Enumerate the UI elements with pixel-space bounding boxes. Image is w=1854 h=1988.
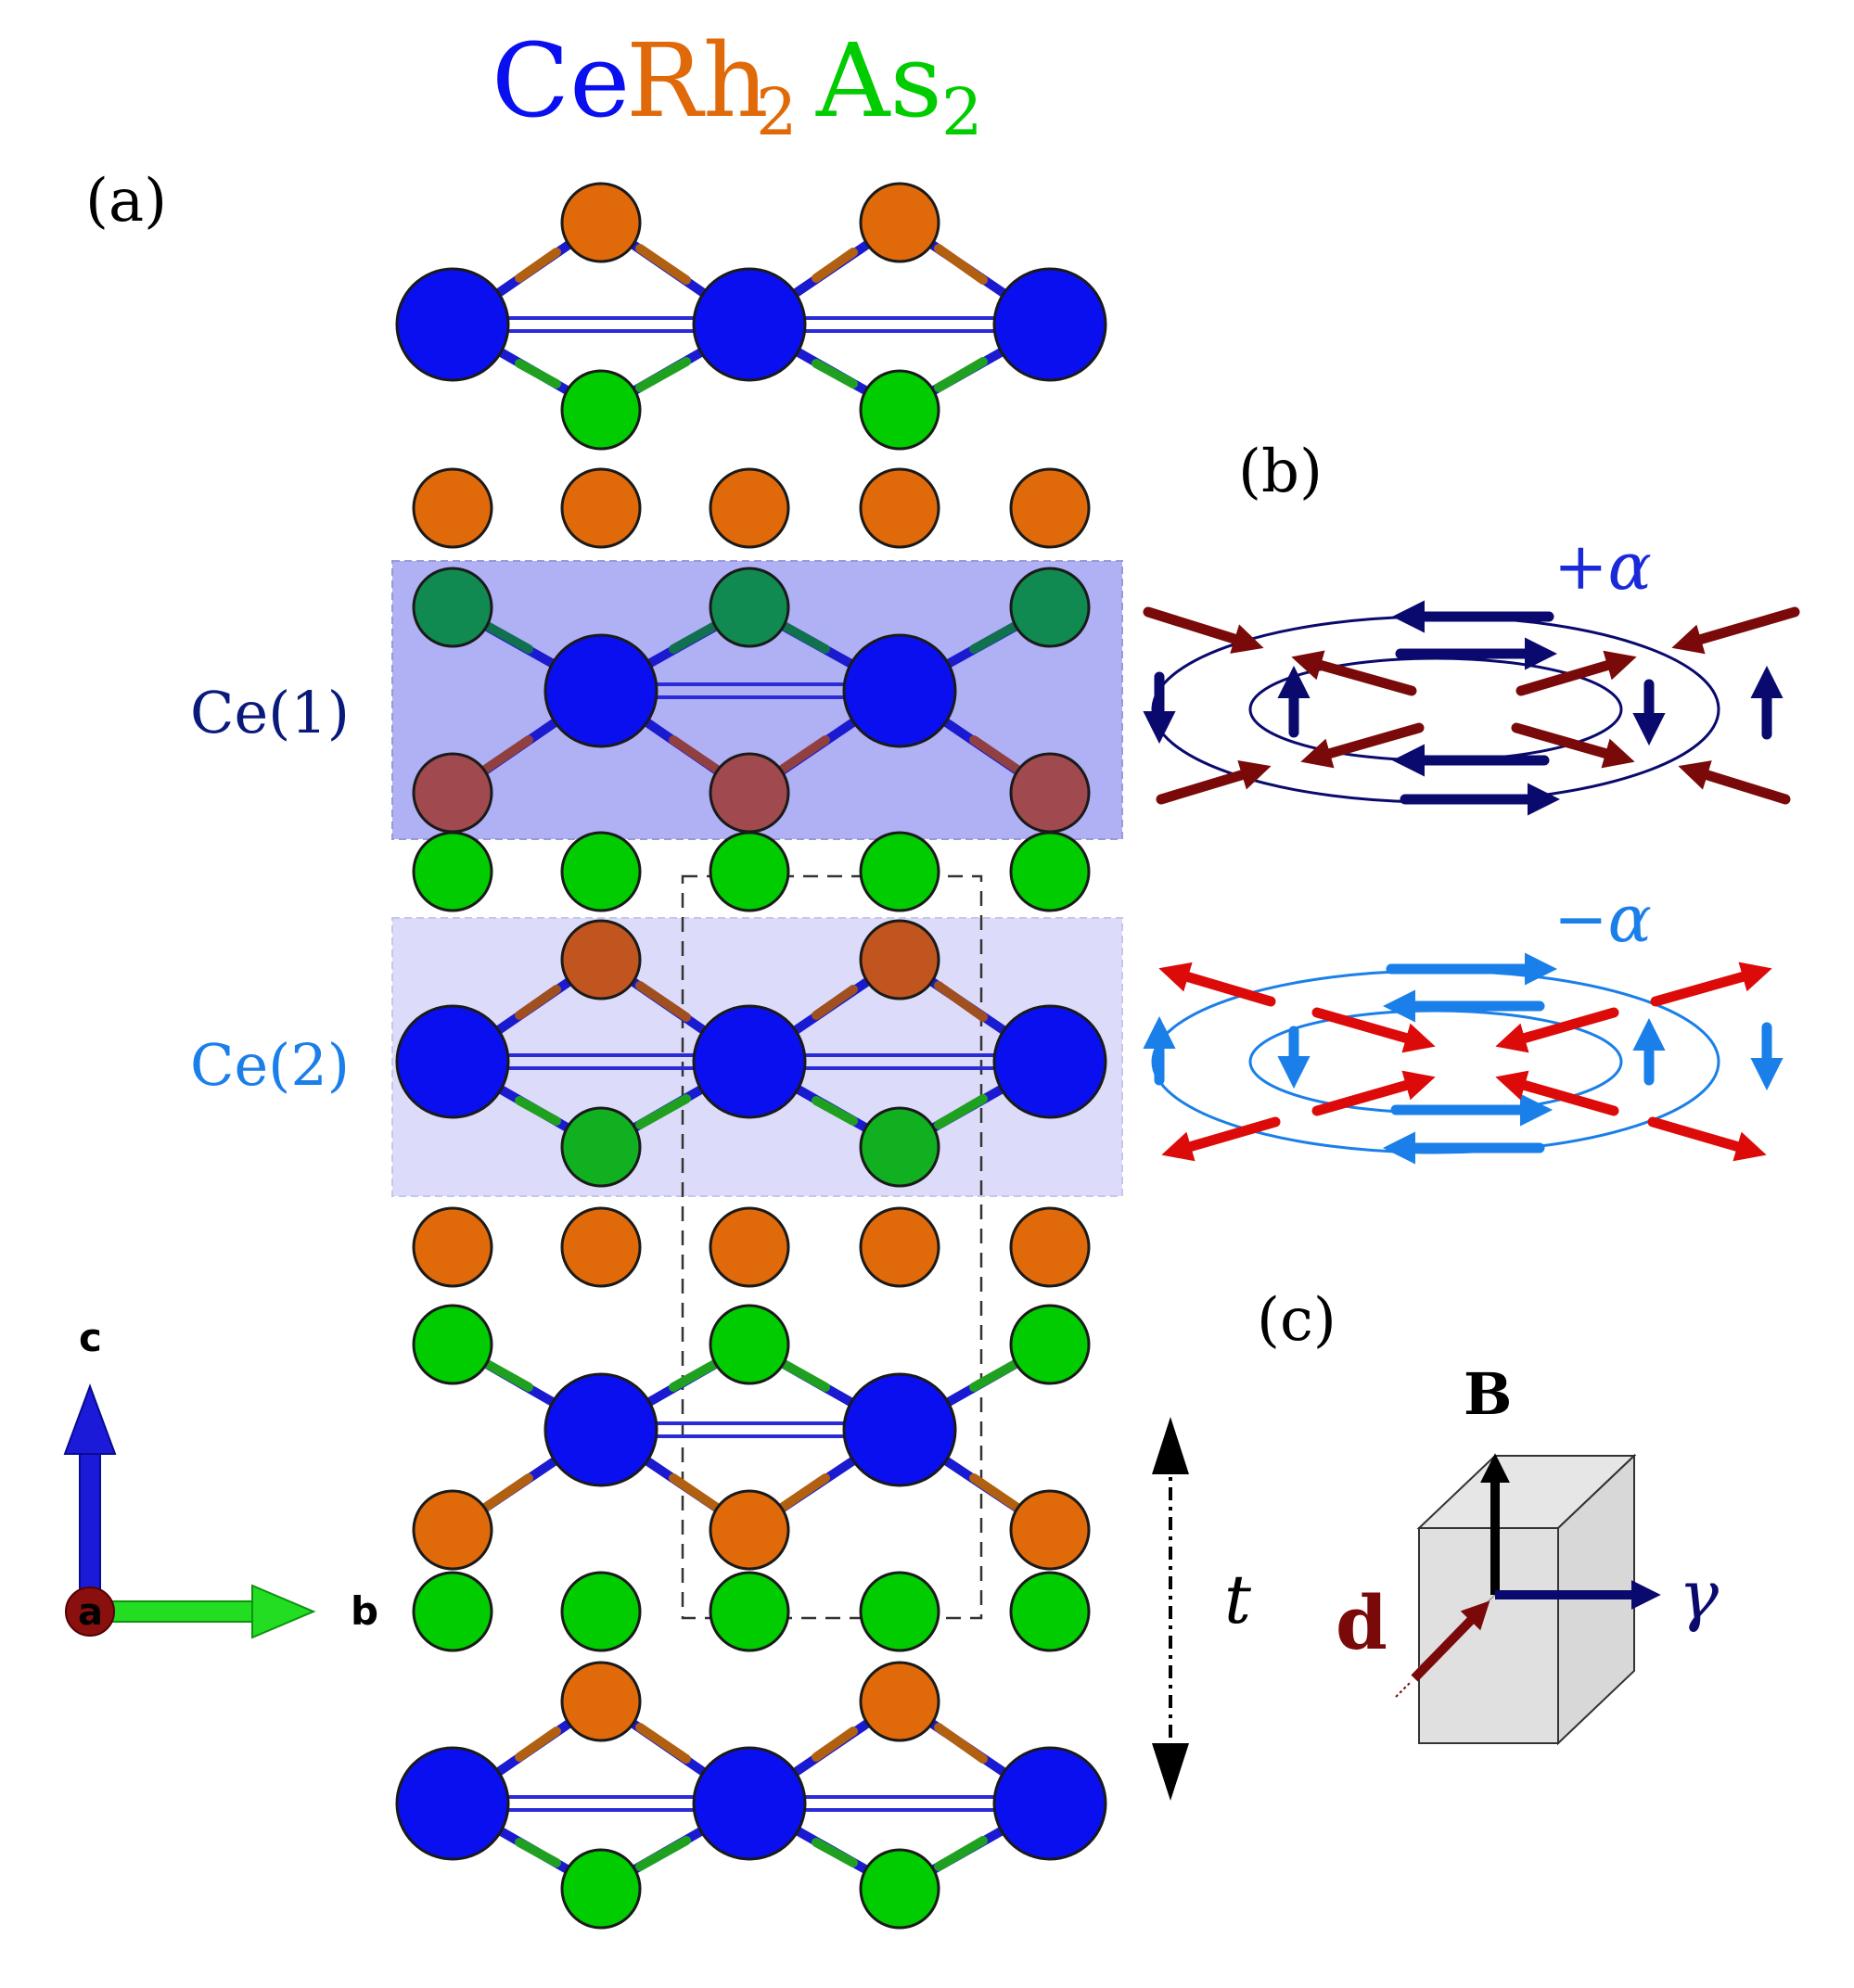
hopping-arrow: t	[1152, 1417, 1252, 1801]
as-atom	[859, 1848, 940, 1930]
rh-atom	[1009, 467, 1091, 549]
as-atom	[709, 831, 790, 912]
atoms	[395, 182, 1107, 1930]
crystal-axes: c b a	[63, 1315, 378, 1639]
ce-atom	[692, 1746, 807, 1861]
rh-atom	[859, 1661, 940, 1742]
rh-atom	[709, 1206, 790, 1288]
minus-alpha-label: −α	[1554, 881, 1652, 957]
panel-label-a: (a)	[85, 167, 167, 236]
hopping-arrowhead-up	[1152, 1417, 1189, 1474]
rh-atom	[412, 467, 493, 549]
b-axis-arrow	[92, 1600, 261, 1623]
navy-momentum-arrows	[1143, 600, 1784, 816]
as-atom	[560, 831, 642, 912]
as-atom	[859, 1571, 940, 1652]
rh-atom	[412, 752, 493, 834]
d-vector	[1411, 1600, 1490, 1682]
rh-atom	[709, 1489, 790, 1571]
outer-fermi-surface	[1151, 969, 1720, 1154]
as-atom	[560, 369, 642, 451]
as-atom	[412, 831, 493, 912]
formula-ce: Ce	[492, 21, 630, 140]
ce1-atom	[543, 633, 658, 748]
panel-label-b: (b)	[1238, 438, 1323, 506]
ce-atom	[992, 1746, 1107, 1861]
ce2-atom	[395, 1004, 510, 1119]
cube-front	[1418, 1527, 1559, 1744]
as-atom	[709, 1304, 790, 1385]
as-atom	[859, 831, 940, 912]
rh-atom	[560, 1206, 642, 1288]
as-atom	[412, 567, 493, 648]
rh-atom	[1009, 1206, 1091, 1288]
as-atom	[560, 1848, 642, 1930]
B-label: B	[1464, 1360, 1512, 1428]
as-atom	[412, 1304, 493, 1385]
rh-atom	[1009, 752, 1091, 834]
as-atom	[560, 1106, 642, 1188]
rashba-plus-alpha: +α	[1143, 529, 1800, 816]
ce1-label: Ce(1)	[190, 679, 350, 746]
red-spin-arrows	[1158, 962, 1772, 1162]
as-atom	[1009, 1571, 1091, 1652]
formula-rh: Rh	[626, 21, 769, 140]
as-atom	[709, 567, 790, 648]
rh-atom	[560, 182, 642, 263]
as-atom	[1009, 1304, 1091, 1385]
formula-rh-subscript: 2	[756, 74, 798, 150]
rh-atom	[859, 182, 940, 263]
rh-atom	[560, 1661, 642, 1742]
ce-atom	[543, 1372, 658, 1487]
as-atom	[859, 369, 940, 451]
b-axis-arrowhead	[251, 1584, 316, 1639]
panel-label-c: (c)	[1257, 1286, 1336, 1355]
as-atom	[1009, 567, 1091, 648]
unit-cell-outline	[681, 874, 983, 1620]
hopping-arrowhead-down	[1152, 1743, 1189, 1801]
ce-atom	[692, 267, 807, 382]
rh-atom	[709, 467, 790, 549]
formula-title: Ce Rh 2 As 2	[492, 21, 983, 150]
d-label: d	[1336, 1579, 1387, 1666]
rh-atom	[859, 467, 940, 549]
as-atom	[859, 1106, 940, 1188]
rh-atom	[412, 1489, 493, 1571]
as-atom	[560, 1571, 642, 1652]
ce-atom	[992, 267, 1107, 382]
c-axis-arrowhead	[63, 1383, 117, 1455]
as-atom	[709, 1571, 790, 1652]
gamma-label: γ	[1679, 1556, 1720, 1634]
rh-atom	[859, 919, 940, 1000]
rh-atom	[560, 919, 642, 1000]
ce-atom	[395, 267, 510, 382]
formula-as: As	[815, 21, 942, 140]
ce2-label: Ce(2)	[190, 1031, 350, 1099]
rh-atom	[560, 467, 642, 549]
ce2-atom	[992, 1004, 1107, 1119]
ce-atom	[395, 1746, 510, 1861]
a-axis-dot	[65, 1587, 115, 1637]
formula-as-subscript: 2	[941, 74, 983, 150]
as-atom	[1009, 831, 1091, 912]
rh-atom	[412, 1206, 493, 1288]
rh-atom	[859, 1206, 940, 1288]
c-axis-label: c	[79, 1315, 102, 1360]
plus-alpha-label: +α	[1554, 529, 1652, 605]
ce1-atom	[842, 633, 957, 748]
vector-cube-diagram: B γ d	[1336, 1360, 1720, 1746]
b-axis-label: b	[351, 1588, 378, 1634]
hopping-label: t	[1224, 1561, 1252, 1638]
ce-atom	[842, 1372, 957, 1487]
ce2-atom	[692, 1004, 807, 1119]
dark-red-spin-arrows	[1143, 606, 1800, 805]
rh-atom	[709, 752, 790, 834]
a-axis-label: a	[78, 1591, 103, 1634]
rashba-minus-alpha: −α	[1143, 881, 1784, 1165]
light-blue-momentum-arrows	[1143, 952, 1784, 1165]
as-atom	[412, 1571, 493, 1652]
rh-atom	[1009, 1489, 1091, 1571]
